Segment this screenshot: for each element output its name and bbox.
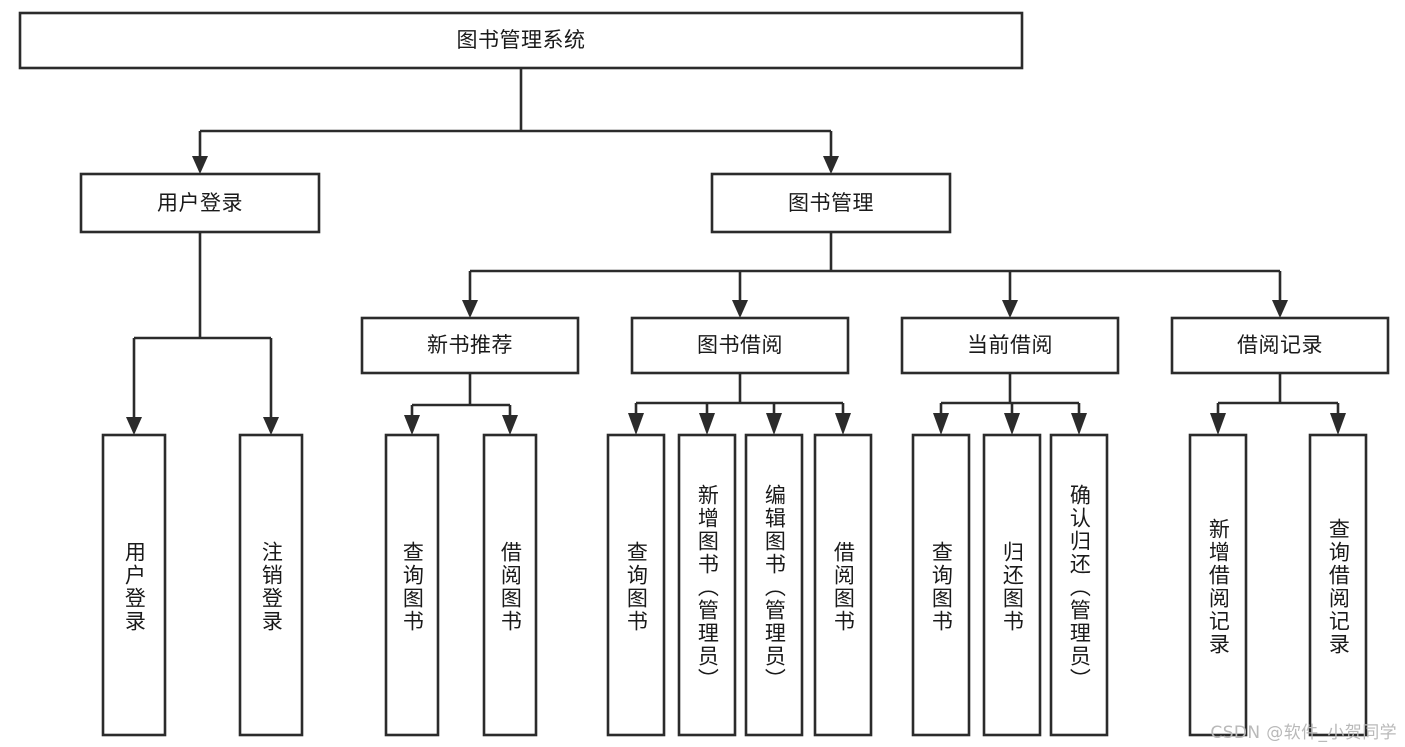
node-box-leaf-query-record[interactable]: [1308, 433, 1368, 737]
node-box-leaf-add-record[interactable]: [1188, 433, 1248, 737]
arrowhead-to-leaf-query-record: [1330, 413, 1346, 435]
arrowhead-to-leaf-query-book-3: [933, 413, 949, 435]
node-box-leaf-return-book[interactable]: [982, 433, 1042, 737]
watermark-text: CSDN @软件_小贺同学: [1210, 723, 1397, 743]
boxes-layer: [18, 11, 1390, 737]
node-box-leaf-borrow-book-2[interactable]: [813, 433, 873, 737]
node-box-current-borrow[interactable]: [900, 316, 1120, 375]
arrowhead-to-leaf-query-book-1: [404, 415, 420, 435]
arrowhead-to-user-login: [192, 156, 208, 174]
node-box-leaf-confirm-return[interactable]: [1049, 433, 1109, 737]
node-box-leaf-query-book-3[interactable]: [911, 433, 971, 737]
arrowhead-to-leaf-add-book: [699, 413, 715, 435]
node-box-leaf-add-book[interactable]: [677, 433, 737, 737]
arrowhead-to-leaf-add-record: [1210, 413, 1226, 435]
arrowhead-to-book-borrow: [732, 300, 748, 318]
arrowhead-to-leaf-return-book: [1004, 413, 1020, 435]
node-box-leaf-borrow-book-1[interactable]: [482, 433, 538, 737]
node-box-leaf-user-logout[interactable]: [238, 433, 304, 737]
node-box-book-borrow[interactable]: [630, 316, 850, 375]
node-box-leaf-user-login[interactable]: [101, 433, 167, 737]
node-box-new-book-recommend[interactable]: [360, 316, 580, 375]
node-box-leaf-query-book-1[interactable]: [384, 433, 440, 737]
arrowhead-to-leaf-borrow-book-2: [835, 413, 851, 435]
node-box-borrow-record[interactable]: [1170, 316, 1390, 375]
arrowhead-to-leaf-user-login: [126, 417, 142, 435]
arrowhead-to-leaf-query-book-2: [628, 413, 644, 435]
arrowhead-to-leaf-edit-book: [766, 413, 782, 435]
arrowhead-to-leaf-confirm-return: [1071, 413, 1087, 435]
node-box-user-login[interactable]: [79, 172, 321, 234]
arrowhead-to-current-borrow: [1002, 300, 1018, 318]
node-box-book-manage[interactable]: [710, 172, 952, 234]
arrowhead-to-leaf-borrow-book-1: [502, 415, 518, 435]
arrowheads-layer: [126, 156, 1346, 435]
node-box-leaf-query-book-2[interactable]: [606, 433, 666, 737]
arrowhead-to-new-book-recommend: [462, 300, 478, 318]
node-box-leaf-edit-book[interactable]: [744, 433, 804, 737]
arrowhead-to-leaf-user-logout: [263, 417, 279, 435]
arrowhead-to-borrow-record: [1272, 300, 1288, 318]
arrowhead-to-book-manage: [823, 156, 839, 174]
node-box-root[interactable]: [18, 11, 1024, 70]
